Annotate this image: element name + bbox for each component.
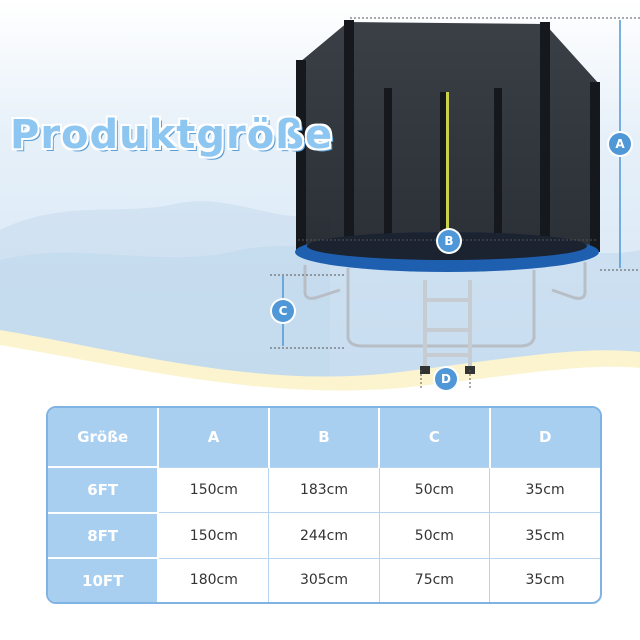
header-d: D [489, 408, 600, 467]
background-ground-white [0, 345, 640, 400]
cell-a: 150cm [157, 512, 269, 559]
row-size: 8FT [48, 511, 160, 559]
row-size: 6FT [48, 466, 160, 513]
cell-a: 180cm [157, 557, 269, 602]
ladder [423, 280, 472, 368]
cell-c: 75cm [378, 557, 490, 602]
size-table: Größe A B C D 6FT 150cm 183cm 50cm 35cm … [46, 406, 602, 604]
net-zipper [446, 92, 449, 262]
header-c: C [379, 408, 491, 467]
page-title: Produktgröße [10, 112, 334, 158]
trampoline-legs [303, 262, 587, 348]
table-row: 8FT 150cm 244cm 50cm 35cm [48, 511, 600, 559]
cell-a: 150cm [157, 466, 269, 513]
row-size: 10FT [48, 557, 160, 602]
table-header-row: Größe A B C D [48, 408, 600, 467]
header-b: B [268, 408, 381, 467]
dimension-marker-c: C [272, 300, 294, 322]
header-size: Größe [48, 408, 160, 467]
dimension-marker-b: B [438, 230, 460, 252]
trampoline-net [300, 22, 600, 248]
cell-c: 50cm [378, 512, 490, 559]
table-row: 6FT 150cm 183cm 50cm 35cm [48, 466, 600, 513]
cell-d: 35cm [489, 557, 600, 602]
dimension-marker-a: A [609, 133, 631, 155]
trampoline-poles [296, 20, 600, 257]
cell-c: 50cm [378, 466, 490, 513]
cell-d: 35cm [489, 466, 600, 513]
header-a: A [158, 408, 270, 467]
cell-b: 244cm [268, 512, 380, 559]
dimension-marker-d: D [435, 368, 457, 390]
cell-d: 35cm [489, 512, 600, 559]
cell-b: 305cm [268, 557, 380, 602]
table-row: 10FT 180cm 305cm 75cm 35cm [48, 557, 600, 602]
cell-b: 183cm [268, 466, 380, 513]
